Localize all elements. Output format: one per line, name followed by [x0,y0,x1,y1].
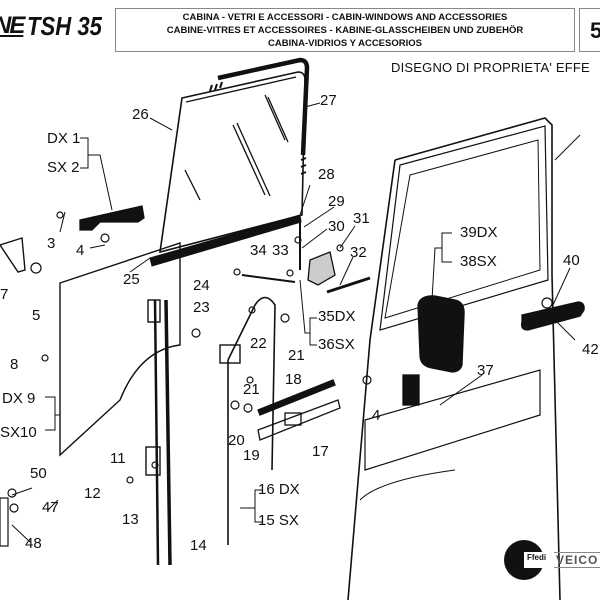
title-line-it-en: CABINA - VETRI E ACCESSORI - CABIN-WINDO… [182,12,508,23]
door-shell [347,117,561,600]
callout-31: 31 [353,210,370,227]
callout-dx-1: DX 1 [47,130,81,147]
callout-4b: 4 [372,407,381,424]
callout-dx-9: DX 9 [2,390,36,407]
callout-3: 3 [47,235,56,252]
lock-rod-34 [241,274,296,283]
run-channel-27 [209,57,310,175]
page-number: 5 [579,8,600,52]
brand-logo: NE TSH 35 [0,10,116,42]
company-name: VEICO [554,552,600,568]
callout-50: 50 [30,465,47,482]
callout-25: 25 [123,271,140,288]
glass-channel-13-14 [145,299,172,566]
brand-suffix: NE [0,12,25,39]
slider-17-18 [257,379,341,441]
callout-24: 24 [193,277,210,294]
callout-sx-2: SX 2 [47,159,80,176]
hardware [0,211,553,547]
effedi-logo-text: Ffedi [527,553,547,562]
mirror-bracket [402,374,420,406]
callout-7: 7 [0,286,9,303]
callout-36-sx: 36SX [318,336,355,353]
callout-21b: 21 [288,347,305,364]
callout-5: 5 [32,307,41,324]
callout-33: 33 [272,242,289,259]
callout-19: 19 [243,447,260,464]
callout-38-sx: 38SX [460,253,497,270]
callout-48: 48 [25,535,42,552]
callout-14: 14 [190,537,207,554]
callout-42: 42 [582,341,599,358]
callout-40: 40 [563,252,580,269]
door-glass-26 [159,71,306,254]
callout-29: 29 [328,193,345,210]
callout-37: 37 [477,362,494,379]
callout-11: 11 [110,450,126,467]
mirror-38-39 [417,295,465,373]
callout-32: 32 [350,244,367,261]
callout-4: 4 [76,242,85,259]
callout-sx-10: SX10 [0,424,37,441]
callout-30: 30 [328,218,345,235]
inner-panel-9-10 [59,242,181,457]
effedi-logo-icon [504,540,546,580]
model-name: TSH 35 [27,10,103,41]
callout-13: 13 [122,511,139,528]
title-line-es: CABINA-VIDRIOS Y ACCESORIOS [268,38,422,49]
property-notice: DISEGNO DI PROPRIETA' EFFE [391,60,590,75]
regulator-cable-15-16 [227,296,276,545]
callout-17: 17 [312,443,329,460]
section-title-box: CABINA - VETRI E ACCESSORI - CABIN-WINDO… [115,8,575,52]
title-line-fr-de: CABINE-VITRES ET ACCESSOIRES - KABINE-GL… [166,25,524,36]
callout-16-dx: 16 DX [258,481,300,498]
lock-rod-32 [326,276,371,294]
callout-47: 47 [42,499,59,516]
regulator-pulley [219,344,241,364]
callout-28: 28 [318,166,335,183]
callout-27: 27 [320,92,337,109]
callout-20: 20 [228,432,245,449]
callout-26: 26 [132,106,149,123]
inner-handle-1-2 [79,205,145,231]
callout-12: 12 [84,485,101,502]
callout-18: 18 [285,371,302,388]
callout-35-dx: 35DX [318,308,356,325]
callout-22: 22 [250,335,267,352]
door-lock-35-36 [307,251,336,286]
callout-15-sx: 15 SX [258,512,299,529]
leader-lines [11,102,581,543]
callout-34: 34 [250,242,267,259]
callout-39-dx: 39DX [460,224,498,241]
callout-21a: 21 [243,381,260,398]
outer-handle-42 [520,301,585,331]
callout-8: 8 [10,356,19,373]
callout-23: 23 [193,299,210,316]
